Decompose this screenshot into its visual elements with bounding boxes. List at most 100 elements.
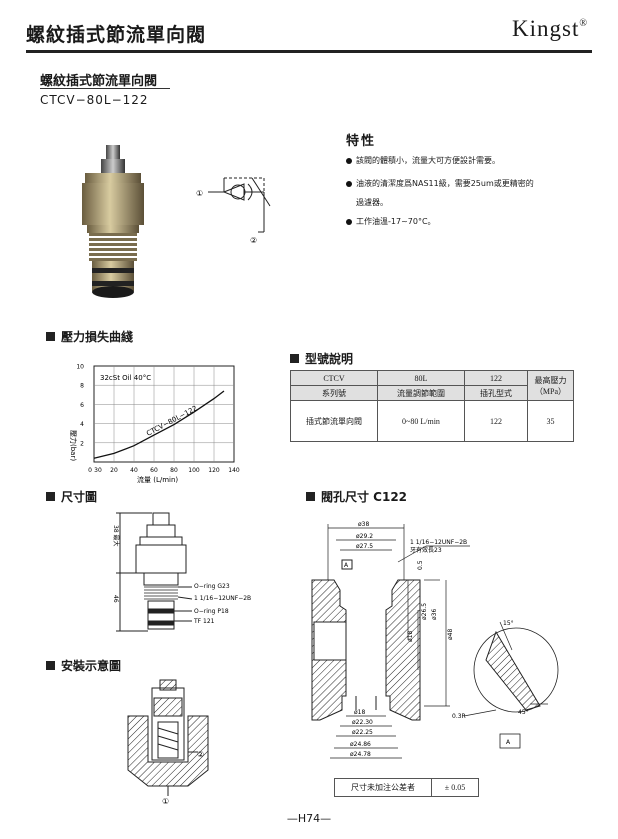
section-cavity: 閥孔尺寸 C122 (306, 488, 407, 505)
cavity-d27: ø27.5 (356, 543, 373, 550)
cavity-d38: ø38 (358, 521, 369, 528)
chart-x-tick-label: 0 (88, 467, 92, 474)
table-cell: 80L (377, 370, 465, 386)
page-number: —H74— (286, 812, 332, 825)
detail-angle-15: 15° (503, 620, 514, 627)
chart-x-tick-label: 60 (150, 467, 158, 474)
dim-thread: 1 1/16−12UNF−2B (194, 595, 251, 602)
chart-y-tick-label: 4 (80, 421, 84, 428)
cavity-d24-86: ø24.86 (350, 741, 371, 748)
table-cell: 最高壓力（MPa） (527, 370, 574, 401)
cavity-thread-depth: 牙有效長23 (410, 546, 442, 554)
cavity-ref-a: A (344, 562, 349, 569)
dim-tf: TF 121 (193, 618, 215, 625)
install-port-1: ① (162, 797, 169, 806)
cavity-d05: 0.5 (417, 560, 424, 570)
bullet-icon (346, 180, 352, 187)
cavity-d24-78: ø24.78 (350, 751, 371, 758)
chart-frame (93, 365, 235, 463)
cavity-thread: 1 1/16−12UNF−2B (410, 539, 467, 546)
chart-x-tick-label: 120 (208, 467, 220, 474)
install-port-2: ② (197, 750, 204, 759)
symbol-port-1: ① (196, 189, 203, 198)
registered-mark: ® (579, 18, 588, 29)
table-row: 插式節流單向閥 0~80 L/min 122 35 (290, 400, 574, 442)
table-cell: 122 (464, 400, 528, 442)
install-diagram: ② ① (127, 679, 209, 806)
section-install: 安裝示意圖 (46, 657, 121, 674)
section-marker-icon (46, 332, 55, 341)
dimension-drawing: 38 最大 46 O−ring G23 1 1/16−12UNF−2B O−ri… (112, 512, 251, 632)
dim-oring-2: O−ring P18 (194, 608, 229, 615)
chart-x-tick-label: 40 (130, 467, 138, 474)
tolerance-value: ± 0.05 (431, 778, 479, 797)
table-cell: 0~80 L/min (377, 400, 465, 442)
brand-logo: Kingst® (512, 16, 588, 42)
tolerance-table: 尺寸未加注公差者 ± 0.05 (334, 778, 479, 797)
table-cell: 流量調節範圍 (377, 385, 465, 401)
chart-x-tick-label: 100 (188, 467, 200, 474)
cavity-d26: ø26.5 (421, 603, 428, 620)
chart-x-tick-label: 80 (170, 467, 178, 474)
product-title-underline (40, 88, 170, 89)
detail-radius: 0.3R (452, 713, 466, 720)
table-row: CTCV 80L 122 最高壓力（MPa） (290, 370, 574, 401)
chart-annotation: 32cSt Oil 40°C (100, 374, 151, 382)
section-marker-icon (46, 492, 55, 501)
features-title: 特性 (346, 134, 377, 149)
tolerance-label: 尺寸未加注公差者 (334, 778, 432, 797)
table-row: 尺寸未加注公差者 ± 0.05 (334, 778, 479, 797)
detail-angle-45: 45° (518, 709, 529, 716)
cavity-d29: ø29.2 (356, 533, 373, 540)
detail-ref-a: A (506, 739, 511, 746)
feature-item-continued: 過濾器。 (356, 198, 388, 207)
chart-y-tick-label: 2 (80, 440, 84, 447)
section-dimension: 尺寸圖 (46, 488, 97, 505)
section-marker-icon (306, 492, 315, 501)
table-cell: 122 (464, 370, 528, 386)
section-marker-icon (290, 354, 299, 363)
feature-item: 該閥的體積小，流量大可方便設計需要。 (346, 155, 500, 166)
cavity-d22-30: ø22.30 (352, 719, 373, 726)
table-cell: 35 (527, 400, 574, 442)
product-model: CTCV−80L−122 (40, 93, 149, 107)
brand-name: Kingst (512, 16, 580, 41)
cavity-d36: ø36 (431, 609, 438, 620)
cavity-d18-vertical: ø18 (407, 631, 414, 642)
valve-photo (82, 145, 144, 298)
chart-x-label: 流量 (L/min) (137, 475, 178, 484)
hydraulic-symbol: ① ② (196, 177, 271, 245)
dim-oring-1: O−ring G23 (194, 583, 230, 590)
feature-item: 油液的清潔度爲NAS11級，需要25um或更精密的 (346, 178, 534, 189)
table-cell: 插孔型式 (464, 385, 528, 401)
chart-curve-label: CTCV−80L−122 (145, 404, 198, 438)
section-pressure-loss: 壓力損失曲綫 (46, 328, 133, 345)
symbol-port-2: ② (250, 236, 257, 245)
cavity-d48: ø48 (447, 629, 454, 640)
feature-item: 工作油溫-17~70°C。 (346, 216, 436, 227)
cavity-d22-25: ø22.25 (352, 729, 373, 736)
chart-x-tick-label: 20 (110, 467, 118, 474)
chart-y-label: 壓力(bar) (69, 430, 78, 461)
dim-height-1: 38 最大 (112, 525, 120, 547)
chart-x-tick-label: 140 (228, 467, 240, 474)
table-cell: 系列號 (290, 385, 378, 401)
bullet-icon (346, 218, 352, 225)
chart-y-ticks: 10 8 6 4 2 (76, 364, 84, 448)
chart-y-tick-label: 10 (76, 364, 84, 371)
chart-y-tick-label: 8 (80, 383, 84, 390)
product-title: 螺紋插式節流單向閥 (40, 74, 158, 89)
chart-y-tick-label: 6 (80, 402, 84, 409)
bullet-icon (346, 157, 352, 164)
chart-series-line (93, 390, 225, 459)
table-cell: CTCV (290, 370, 378, 386)
table-row: 系列號 流量調節範圍 插孔型式 (290, 385, 574, 401)
table-cell: 插式節流單向閥 (290, 400, 378, 442)
header-rule (26, 50, 592, 53)
model-table: CTCV 80L 122 最高壓力（MPa） 系列號 流量調節範圍 插孔型式 插… (290, 370, 574, 442)
dim-height-2: 46 (112, 595, 119, 603)
section-marker-icon (46, 661, 55, 670)
header-title: 螺紋插式節流單向閥 (26, 24, 207, 46)
